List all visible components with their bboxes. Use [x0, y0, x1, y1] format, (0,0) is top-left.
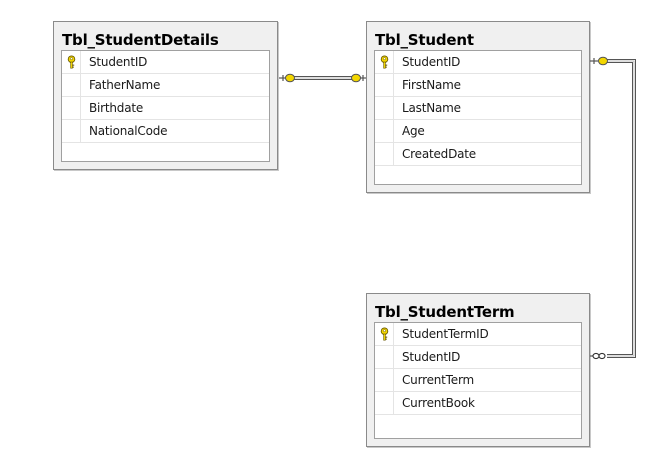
column-name: Age [402, 124, 425, 138]
row-selector [62, 51, 81, 73]
column-name: StudentID [402, 350, 461, 364]
column-row[interactable]: Birthdate [62, 97, 269, 120]
column-name: NationalCode [89, 124, 168, 138]
column-row[interactable]: CurrentBook [375, 392, 581, 415]
column-row[interactable]: CreatedDate [375, 143, 581, 166]
column-grid: StudentID FirstName LastName Age Created… [374, 50, 582, 185]
column-name: CurrentTerm [402, 373, 474, 387]
row-selector [62, 74, 81, 96]
column-name: LastName [402, 101, 461, 115]
row-selector [375, 369, 394, 391]
row-selector [375, 143, 394, 165]
row-selector [62, 97, 81, 119]
row-selector [62, 120, 81, 142]
column-row[interactable]: NationalCode [62, 120, 269, 143]
column-row[interactable]: StudentTermID [375, 323, 581, 346]
table-title: Tbl_Student [375, 31, 474, 49]
column-row[interactable]: StudentID [375, 346, 581, 369]
relationship-details-student[interactable] [291, 76, 353, 80]
row-selector [375, 323, 394, 345]
key-icon [380, 55, 389, 69]
column-row[interactable]: CurrentTerm [375, 369, 581, 392]
column-grid: StudentID FatherName Birthdate NationalC… [61, 50, 270, 162]
table-tbl-studentterm[interactable]: Tbl_StudentTerm StudentTermID StudentID [366, 293, 590, 447]
column-name: StudentTermID [402, 327, 489, 341]
row-selector [375, 97, 394, 119]
column-row[interactable]: FirstName [375, 74, 581, 97]
one-end-icon [590, 56, 608, 66]
relationship-student-studentterm[interactable] [607, 59, 636, 358]
row-selector [375, 120, 394, 142]
one-end-icon [351, 73, 366, 83]
column-grid: StudentTermID StudentID CurrentTerm Curr… [374, 322, 582, 439]
column-row[interactable]: Age [375, 120, 581, 143]
row-selector [375, 74, 394, 96]
key-icon [380, 327, 389, 341]
table-title: Tbl_StudentTerm [375, 303, 515, 321]
column-name: FirstName [402, 78, 461, 92]
column-name: StudentID [89, 55, 148, 69]
one-end-icon [279, 73, 295, 83]
column-name: CreatedDate [402, 147, 476, 161]
column-name: StudentID [402, 55, 461, 69]
column-name: Birthdate [89, 101, 144, 115]
column-name: FatherName [89, 78, 161, 92]
column-row[interactable]: StudentID [62, 51, 269, 74]
row-selector [375, 51, 394, 73]
key-icon [67, 55, 76, 69]
column-row[interactable]: FatherName [62, 74, 269, 97]
table-tbl-student[interactable]: Tbl_Student StudentID FirstName [366, 21, 590, 193]
row-selector [375, 346, 394, 368]
infinity-icon [590, 352, 606, 360]
table-title: Tbl_StudentDetails [62, 31, 219, 49]
column-row[interactable]: LastName [375, 97, 581, 120]
column-name: CurrentBook [402, 396, 475, 410]
column-row[interactable]: StudentID [375, 51, 581, 74]
row-selector [375, 392, 394, 414]
table-tbl-studentdetails[interactable]: Tbl_StudentDetails StudentID FatherName [53, 21, 278, 170]
